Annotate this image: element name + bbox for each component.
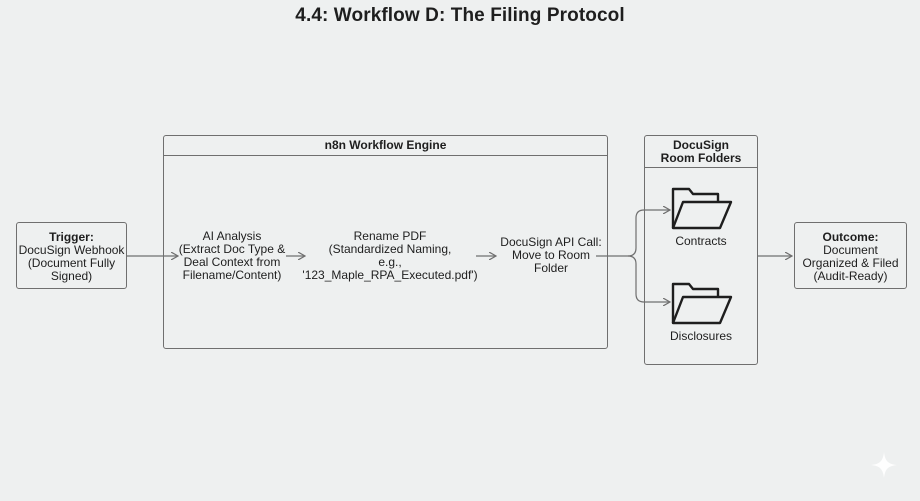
- outcome-heading: Outcome:: [822, 230, 879, 244]
- outcome-line-3: (Audit-Ready): [813, 269, 888, 283]
- room-folders-title-line-1: DocuSign: [673, 138, 729, 152]
- ai-analysis-line-2: (Extract Doc Type &: [178, 242, 286, 256]
- diagram-title: 4.4: Workflow D: The Filing Protocol: [295, 5, 625, 26]
- outcome-line-1: Document: [823, 243, 878, 257]
- folder-disclosures-label: Disclosures: [669, 329, 732, 343]
- ai-analysis-step: AI Analysis (Extract Doc Type & Deal Con…: [172, 230, 292, 282]
- arrow-api-to-disclosures: [627, 255, 670, 302]
- ai-analysis-line-1: AI Analysis: [202, 229, 262, 243]
- outcome-box: Outcome: Document Organized & Filed (Aud…: [794, 222, 907, 289]
- ai-analysis-line-3: Deal Context from: [183, 255, 281, 269]
- rename-pdf-step: Rename PDF (Standardized Naming, e.g., '…: [300, 230, 480, 282]
- trigger-line-3: Signed): [50, 269, 93, 283]
- room-folders-title: DocuSign Room Folders: [645, 136, 757, 168]
- folder-icon: [671, 187, 733, 230]
- rename-pdf-line-4: '123_Maple_RPA_Executed.pdf'): [302, 268, 478, 282]
- folder-contracts[interactable]: Contracts: [660, 184, 742, 250]
- outcome-line-2: Organized & Filed: [802, 256, 899, 270]
- rename-pdf-line-1: Rename PDF: [353, 229, 427, 243]
- folder-icon: [671, 282, 733, 325]
- trigger-line-2: (Document Fully: [27, 256, 116, 270]
- rename-pdf-line-3: e.g.,: [378, 255, 402, 269]
- ai-analysis-line-4: Filename/Content): [182, 268, 282, 282]
- sparkle-icon: [871, 452, 897, 478]
- folder-disclosures[interactable]: Disclosures: [660, 279, 742, 345]
- api-call-line-1: DocuSign API Call:: [500, 235, 602, 249]
- workflow-engine-title: n8n Workflow Engine: [164, 136, 607, 156]
- rename-pdf-line-2: (Standardized Naming,: [328, 242, 452, 256]
- docusign-api-step: DocuSign API Call: Move to Room Folder: [494, 236, 608, 275]
- workflow-engine-container: n8n Workflow Engine: [163, 135, 608, 349]
- arrow-api-to-contracts: [596, 210, 670, 257]
- api-call-line-3: Folder: [533, 261, 568, 275]
- trigger-line-1: DocuSign Webhook: [18, 243, 125, 257]
- api-call-line-2: Move to Room: [511, 248, 591, 262]
- trigger-heading: Trigger:: [49, 230, 94, 244]
- room-folders-title-line-2: Room Folders: [660, 151, 742, 165]
- workflow-engine-title-text: n8n Workflow Engine: [324, 138, 447, 152]
- folder-contracts-label: Contracts: [675, 234, 727, 248]
- room-folders-container: DocuSign Room Folders: [644, 135, 758, 365]
- trigger-box: Trigger: DocuSign Webhook (Document Full…: [16, 222, 127, 289]
